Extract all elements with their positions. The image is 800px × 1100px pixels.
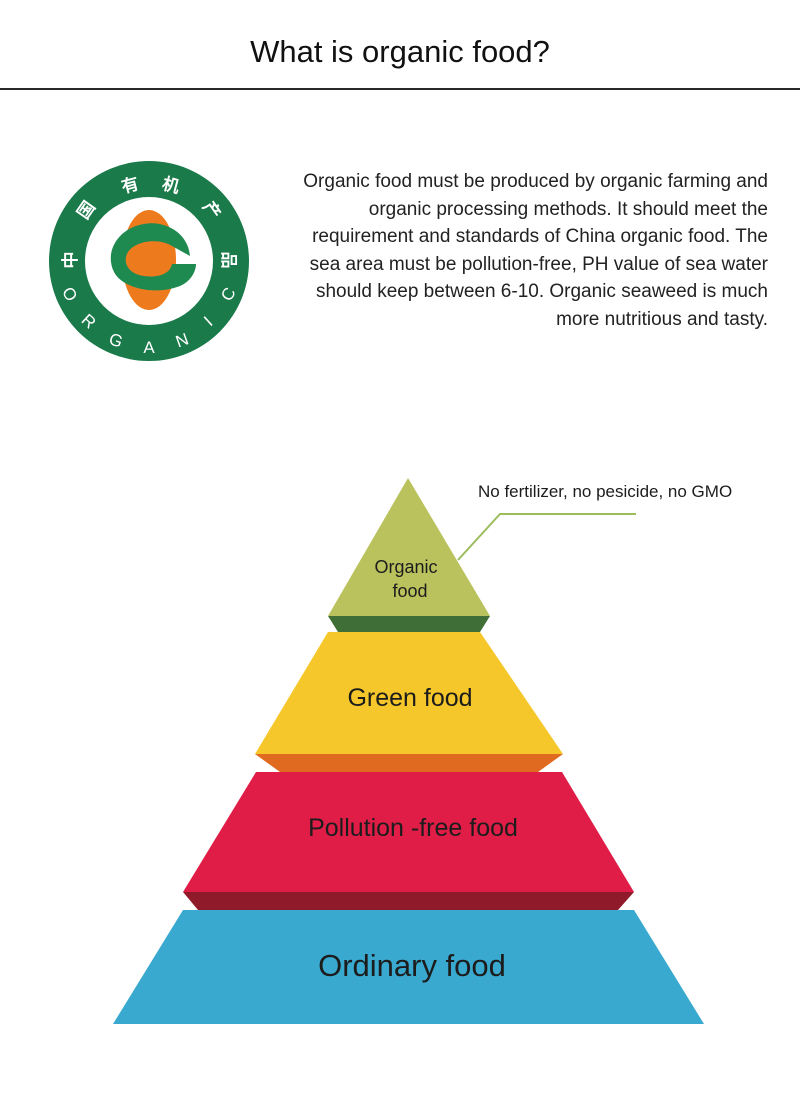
logo-letter: N xyxy=(173,329,191,351)
tier-pollution-free-label: Pollution -free food xyxy=(308,814,518,842)
tier-green xyxy=(255,632,563,754)
tier-organic-label-line2: food xyxy=(392,581,427,601)
annotation-leader-line xyxy=(457,513,636,561)
page-title: What is organic food? xyxy=(250,34,550,69)
tier-ordinary-label: Ordinary food xyxy=(318,948,506,983)
food-pyramid: Organic food No fertilizer, no pesicide,… xyxy=(113,478,732,1024)
logo-cn-char: 有 xyxy=(119,173,141,198)
pyramid-annotation: No fertilizer, no pesicide, no GMO xyxy=(478,482,732,501)
tier-organic-label-line1: Organic xyxy=(374,557,437,577)
tier-organic-edge xyxy=(328,616,490,632)
logo-swoosh xyxy=(110,223,196,291)
tier-green-edge xyxy=(255,754,563,772)
logo-letter: G xyxy=(106,329,125,351)
tier-organic xyxy=(328,478,490,616)
logo-cn-char: 品 xyxy=(218,252,238,269)
logo-letter: A xyxy=(143,338,155,357)
organic-description: Organic food must be produced by organic… xyxy=(303,171,768,330)
title-divider xyxy=(0,88,800,90)
tier-green-label: Green food xyxy=(347,684,472,712)
logo-cn-char: 中 xyxy=(60,252,81,269)
tier-ordinary xyxy=(113,910,704,1024)
tier-pollution-free-edge xyxy=(183,892,634,910)
tier-pollution-free xyxy=(183,772,634,892)
logo-cn-char: 机 xyxy=(160,173,182,198)
organic-logo: 中 国 有 机 产 品 O R G A N I C xyxy=(49,161,249,361)
